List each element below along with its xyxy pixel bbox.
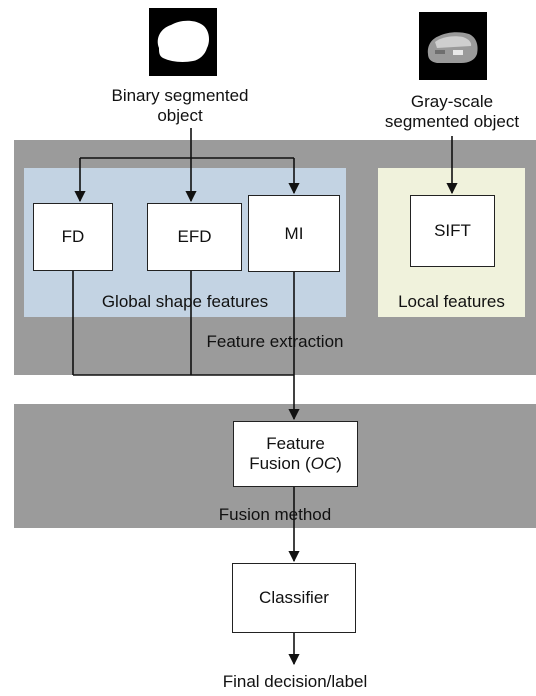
feature-extraction-label: Feature extraction	[206, 332, 344, 351]
fusion-line1: Feature	[266, 434, 325, 453]
binary-label-line2: object	[157, 106, 203, 125]
binary-object-thumbnail	[149, 8, 217, 76]
grayscale-object-thumbnail	[419, 12, 487, 80]
efd-box: EFD	[147, 203, 242, 271]
feature-fusion-box: Feature Fusion (OC)	[233, 421, 358, 487]
binary-label-line1: Binary segmented	[111, 86, 249, 105]
sift-label: SIFT	[434, 221, 471, 240]
binary-input-label: Binary segmented object	[90, 86, 270, 126]
fusion-line2-suffix: )	[336, 454, 342, 473]
efd-label: EFD	[177, 227, 212, 246]
mi-box: MI	[248, 195, 340, 272]
mi-label: MI	[284, 223, 304, 243]
fusion-method-label: Fusion method	[218, 505, 332, 524]
fusion-line2-prefix: Fusion (	[249, 454, 311, 473]
fd-label: FD	[61, 227, 85, 246]
fusion-line2: Fusion (OC)	[249, 454, 342, 474]
sift-box: SIFT	[410, 195, 495, 267]
final-decision-label: Final decision/label	[222, 672, 368, 691]
fusion-line2-italic: OC	[310, 454, 337, 473]
grayscale-label-line1: Gray-scale	[410, 92, 494, 111]
classifier-box: Classifier	[232, 563, 356, 633]
grayscale-label-line2: segmented object	[384, 112, 520, 131]
fd-box: FD	[33, 203, 113, 271]
local-features-label: Local features	[398, 292, 505, 311]
grayscale-input-label: Gray-scale segmented object	[372, 92, 532, 132]
global-shape-features-label: Global shape features	[101, 292, 269, 311]
classifier-label: Classifier	[259, 588, 329, 607]
